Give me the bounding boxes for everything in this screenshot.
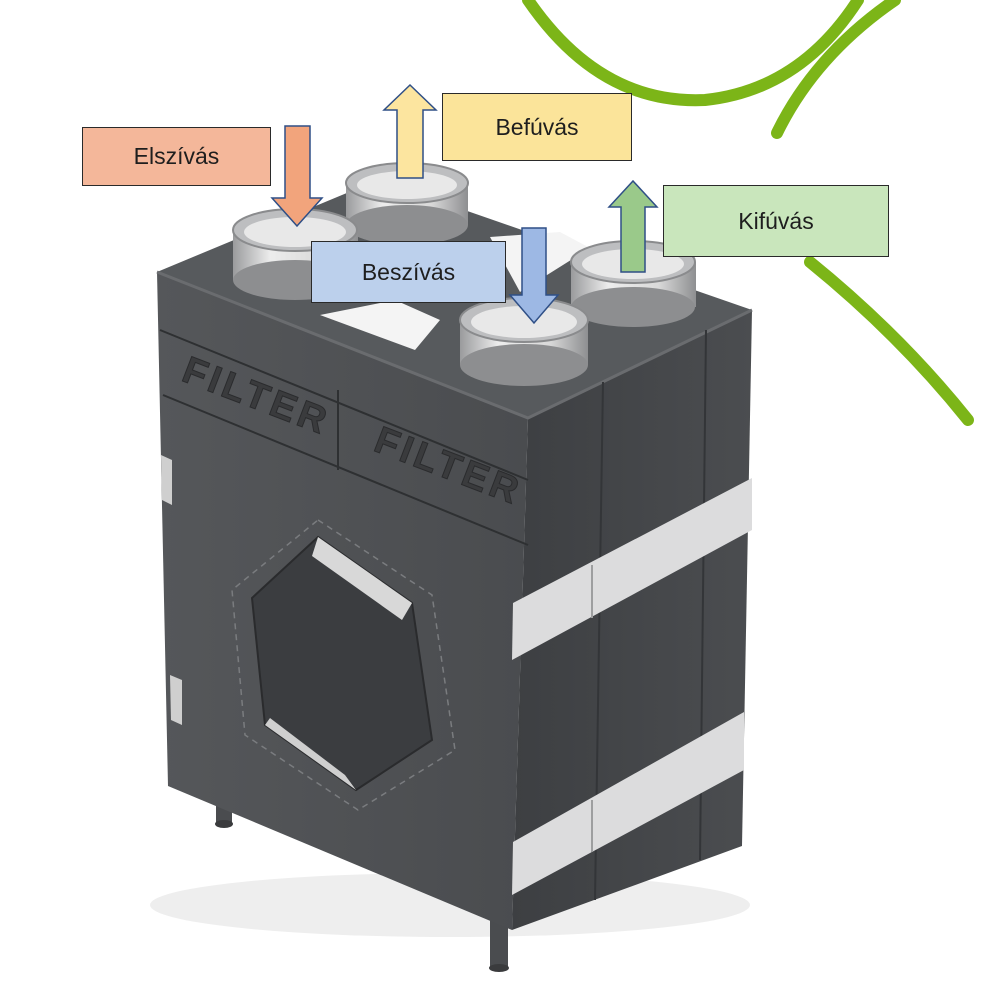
arrow-kifuvas-up: [607, 179, 659, 273]
arrow-befuvas-up: [382, 83, 438, 179]
duct-collar-back: [345, 162, 469, 245]
label-beszivas: Beszívás: [311, 241, 506, 303]
label-befuvas: Befúvás: [442, 93, 632, 161]
arrow-beszivas-down: [508, 227, 560, 325]
label-elszivas: Elszívás: [82, 127, 271, 186]
arrow-elszivas-down: [270, 125, 324, 228]
label-kifuvas: Kifúvás: [663, 185, 889, 257]
duct-collar-front: [459, 297, 589, 386]
top-service-opening-left: [320, 300, 440, 350]
green-accent-curves: [522, 0, 974, 426]
